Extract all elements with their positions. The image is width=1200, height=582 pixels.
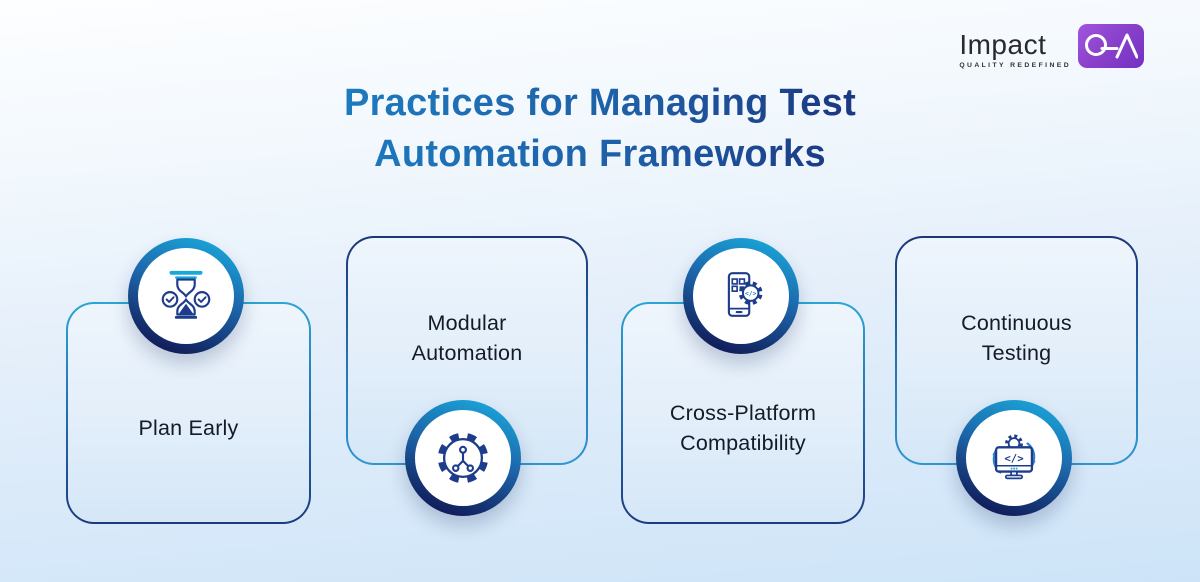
card-continuous-testing-icon-circle: </>	[956, 400, 1072, 516]
qa-monogram-icon	[1085, 33, 1138, 59]
gear-circuit-icon	[437, 432, 489, 484]
brand-logo-text: Impact QUALITY REDEFINED	[959, 24, 1071, 70]
page-title-line1: Practices for Managing Test	[343, 82, 857, 124]
brand-qa-badge	[1078, 24, 1144, 68]
card-modular-automation-label: Modular Automation	[412, 308, 523, 368]
icon-circle-inner: </>	[693, 248, 789, 344]
card-cross-platform-label: Cross-Platform Compatibility	[670, 398, 816, 458]
card-continuous-testing-label: Continuous Testing	[961, 308, 1072, 368]
hourglass-checks-icon	[161, 270, 211, 325]
card-label-line: Compatibility	[680, 431, 806, 455]
brand-name: Impact	[959, 29, 1047, 60]
card-label-line: Cross-Platform	[669, 401, 817, 425]
brand-logo: Impact QUALITY REDEFINED	[959, 24, 1144, 69]
card-cross-platform: Cross-Platform Compatibility	[621, 302, 865, 524]
page-title-line2: Automation Frameworks	[374, 133, 826, 175]
code-glyph-text: </>	[745, 291, 757, 298]
brand-tagline: QUALITY REDEFINED	[959, 62, 1071, 69]
card-modular-automation-icon-circle	[405, 400, 521, 516]
card-cross-platform-body: Cross-Platform Compatibility	[623, 304, 863, 522]
card-label-line: Automation	[411, 340, 523, 365]
card-cross-platform-icon-circle: </>	[683, 238, 799, 354]
card-plan-early-icon-circle	[128, 238, 244, 354]
monitor-code-sync-icon: </>	[992, 434, 1036, 480]
icon-circle-inner: </>	[966, 410, 1062, 506]
phone-gear-code-icon: </>	[727, 272, 763, 317]
page-title: Practices for Managing Test Automation F…	[220, 78, 980, 180]
card-label-line: Continuous	[961, 310, 1072, 335]
card-modular-automation: Modular Automation	[346, 236, 588, 465]
card-label-line: Modular	[427, 310, 507, 335]
card-label-line: Testing	[981, 340, 1052, 365]
card-plan-early-label: Plan Early	[139, 413, 239, 443]
card-label-line: Plan Early	[138, 416, 239, 440]
icon-circle-inner	[138, 248, 234, 344]
icon-circle-inner	[415, 410, 511, 506]
code-glyph-text: </>	[1004, 452, 1023, 465]
